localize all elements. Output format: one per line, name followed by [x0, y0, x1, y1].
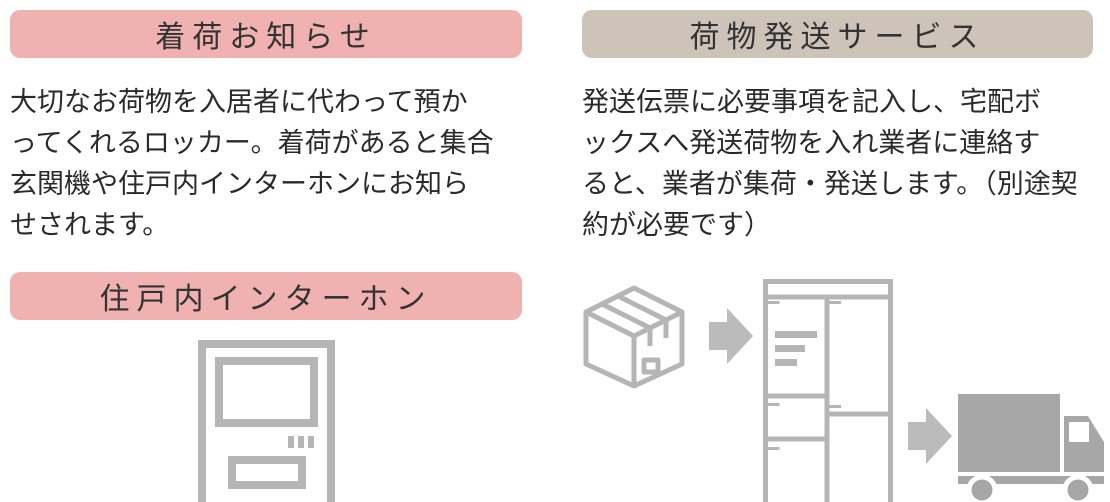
- arrival-notice-line: せされます。: [10, 210, 170, 241]
- arrival-notice-body: 大切なお荷物を入居者に代わって預か ってくれるロッカー。着荷があると集合 玄関機…: [10, 82, 530, 246]
- arrival-notice-header: 着荷お知らせ: [10, 10, 522, 58]
- package-box-icon: [583, 285, 685, 389]
- arrival-notice-title: 着荷お知らせ: [155, 20, 377, 55]
- intercom-header: 住戸内インターホン: [10, 272, 522, 320]
- shipping-service-line: ると、業者が集荷・発送します。（別途契: [582, 169, 1078, 200]
- delivery-locker-icon: [763, 279, 893, 502]
- shipping-service-line: ックスへ発送荷物を入れ業者に連絡す: [582, 128, 1041, 159]
- arrival-notice-line: ってくれるロッカー。着荷があると集合: [10, 128, 494, 159]
- arrow-right-icon: [908, 408, 952, 464]
- shipping-service-line: 発送伝票に必要事項を記入し、宅配ボ: [582, 87, 1041, 118]
- delivery-truck-icon: [958, 394, 1104, 502]
- shipping-service-title: 荷物発送サービス: [689, 20, 986, 55]
- shipping-service-body: 発送伝票に必要事項を記入し、宅配ボ ックスへ発送荷物を入れ業者に連絡す ると、業…: [582, 82, 1102, 246]
- intercom-title: 住戸内インターホン: [99, 282, 433, 317]
- arrival-notice-line: 玄関機や住戸内インターホンにお知ら: [10, 169, 469, 200]
- shipping-service-header: 荷物発送サービス: [582, 10, 1093, 58]
- arrow-right-icon: [709, 308, 753, 364]
- arrival-notice-line: 大切なお荷物を入居者に代わって預か: [10, 87, 468, 118]
- intercom-device-icon: [198, 340, 335, 502]
- shipping-service-line: 約が必要です）: [582, 210, 771, 241]
